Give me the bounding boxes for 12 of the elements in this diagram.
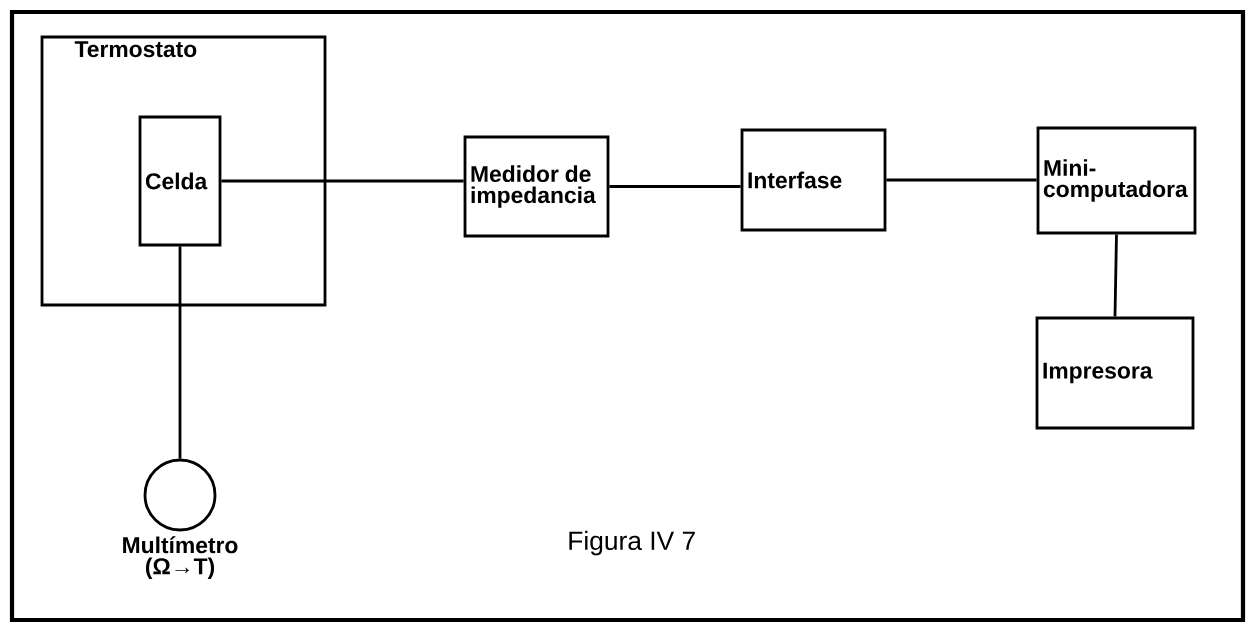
connector-line: [1113, 234, 1118, 317]
figure-caption: Figura IV 7: [569, 530, 695, 556]
connector-line: [609, 185, 741, 188]
process-box: Interfase: [740, 128, 887, 232]
connector-line: [178, 246, 182, 459]
process-box: Mini-computadora: [1036, 126, 1197, 235]
process-box: Medidor de impedancia: [463, 135, 610, 238]
node-label: Multímetro (Ω→T): [123, 536, 238, 579]
connector-line: [886, 178, 1037, 182]
process-box: Celda: [138, 115, 222, 247]
connector-line: [221, 179, 464, 183]
process-box: Impresora: [1035, 316, 1195, 430]
